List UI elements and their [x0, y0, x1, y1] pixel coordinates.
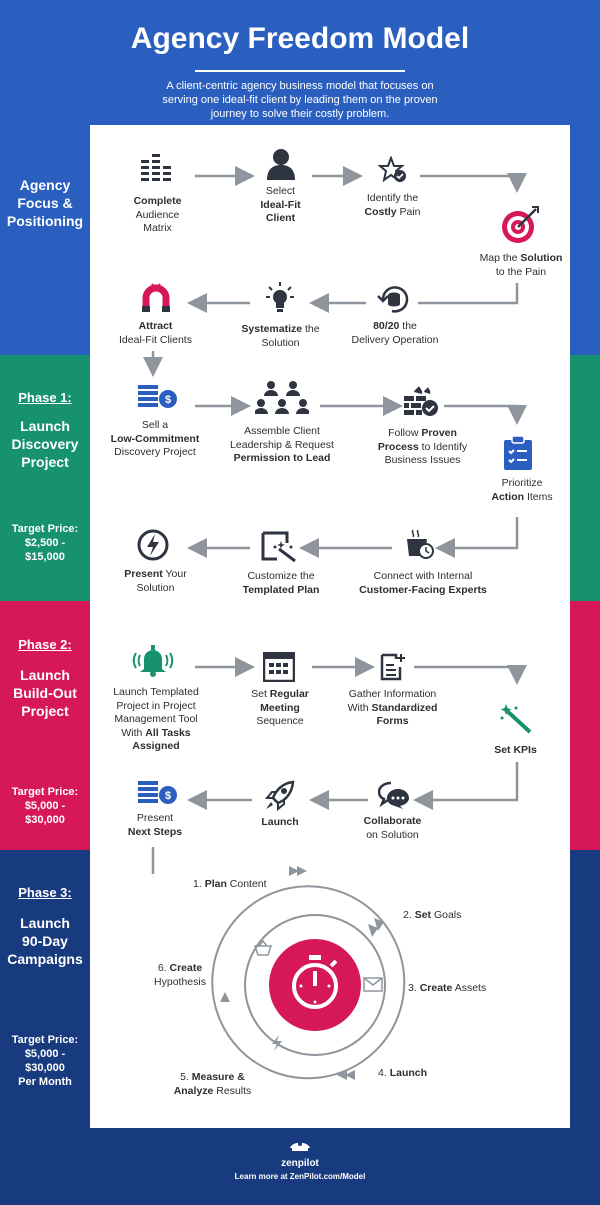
- power-bolt-icon: [137, 529, 169, 561]
- step-set-regular-meeting: Set Regular Meeting Sequence: [251, 688, 309, 727]
- cycle-step-create-assets: 3. Create Assets: [408, 982, 487, 994]
- title-divider: [195, 70, 405, 72]
- cycle-step-plan-content: 1. Plan Content: [193, 878, 267, 890]
- step-collaborate-solution: Collaborate on Solution: [363, 815, 422, 841]
- step-assemble-leadership: Assemble Client Leadership & Request Per…: [230, 425, 334, 464]
- step-attract-clients: Attract Ideal-Fit Clients: [119, 320, 192, 346]
- step-set-kpis: Set KPIs: [494, 744, 537, 756]
- step-select-ideal-fit-client: Select Ideal-Fit Client: [260, 185, 301, 224]
- cycle-step-measure-analyze: 5. Measure & Analyze Results: [173, 1071, 252, 1097]
- lightbulb-icon: [266, 282, 294, 312]
- step-prioritize-action-items: Prioritize Action Items: [491, 477, 553, 503]
- cycle-step-create-hypothesis: 6. Create Hypothesis: [154, 962, 206, 988]
- page-title: Agency Freedom Model: [130, 22, 470, 55]
- pilot-hat-icon: [290, 1142, 310, 1151]
- step-launch: Launch: [261, 816, 299, 828]
- bell-icon: [132, 645, 174, 677]
- clipboard-checklist-icon: [504, 436, 532, 470]
- step-identify-costly-pain: Identify the Costly Pain: [364, 192, 421, 218]
- step-customize-templated-plan: Customize the Templated Plan: [242, 570, 320, 596]
- magic-wand-icon: [500, 704, 532, 734]
- stopwatch-icon: [269, 939, 361, 1031]
- audience-matrix-icon: [141, 154, 171, 181]
- step-map-solution: Map the Solution to the Pain: [479, 252, 563, 278]
- template-wand-icon: [261, 531, 296, 563]
- svg-text:$: $: [165, 394, 171, 406]
- phase1-section-label: Phase 1: Launch Discovery Project: [11, 390, 79, 470]
- step-complete-audience-matrix: Complete Audience Matrix: [133, 195, 182, 234]
- bolt-icon: [272, 1035, 282, 1051]
- cycle-step-set-goals: 2. Set Goals: [403, 909, 462, 921]
- star-check-icon: [378, 156, 406, 183]
- step-systematize-solution: Systematize the Solution: [241, 323, 320, 349]
- step-sell-low-commitment: Sell a Low-Commitment Discovery Project: [110, 419, 200, 458]
- step-80-20-delivery: 80/20 the Delivery Operation: [351, 320, 439, 346]
- ideal-client-icon: [267, 149, 295, 180]
- firewall-check-icon: [404, 386, 438, 416]
- page-subtitle: A client-centric agency business model t…: [162, 80, 438, 120]
- phase3-target-price: Target Price: $5,000 - $30,000 Per Month: [11, 1034, 79, 1088]
- focus-section-label: Agency Focus & Positioning: [6, 177, 84, 229]
- step-gather-information: Gather Information With Standardized For…: [347, 688, 438, 727]
- basket-icon: [254, 940, 272, 956]
- coins-cycle-icon: [377, 286, 409, 313]
- step-present-solution: Present Your Solution: [124, 568, 187, 594]
- calendar-icon: [263, 652, 295, 682]
- chat-bubbles-icon: [378, 781, 409, 809]
- money-stack-icon: $: [138, 385, 177, 408]
- envelope-icon: [363, 977, 383, 992]
- form-add-icon: [380, 653, 405, 681]
- target-icon: [502, 206, 539, 243]
- step-connect-internal-experts: Connect with Internal Customer-Facing Ex…: [359, 570, 487, 596]
- phase2-section-label: Phase 2: Launch Build-Out Project: [13, 637, 77, 719]
- phase3-section-label: Phase 3: Launch 90-Day Campaigns: [7, 885, 83, 967]
- phase2-target-price: Target Price: $5,000 - $30,000: [11, 786, 79, 826]
- step-follow-proven-process: Follow Proven Process to Identify Busine…: [377, 427, 468, 466]
- cycle-step-launch: 4. Launch: [378, 1067, 428, 1079]
- coffee-clock-icon: [407, 530, 434, 559]
- team-icon: [255, 381, 309, 414]
- magnet-icon: [142, 283, 170, 312]
- svg-text:$: $: [165, 790, 171, 802]
- phase1-target-price: Target Price: $2,500 - $15,000: [11, 523, 79, 563]
- rocket-icon: [265, 780, 295, 812]
- step-launch-templated-project: Launch Templated Project in Project Mana…: [113, 686, 199, 752]
- zenpilot-logo: zenpilot: [270, 1138, 330, 1169]
- footer-link-text[interactable]: Learn more at ZenPilot.com/Model: [234, 1172, 366, 1181]
- money-stack-icon-2: $: [138, 781, 177, 804]
- step-present-next-steps: Present Next Steps: [127, 812, 183, 838]
